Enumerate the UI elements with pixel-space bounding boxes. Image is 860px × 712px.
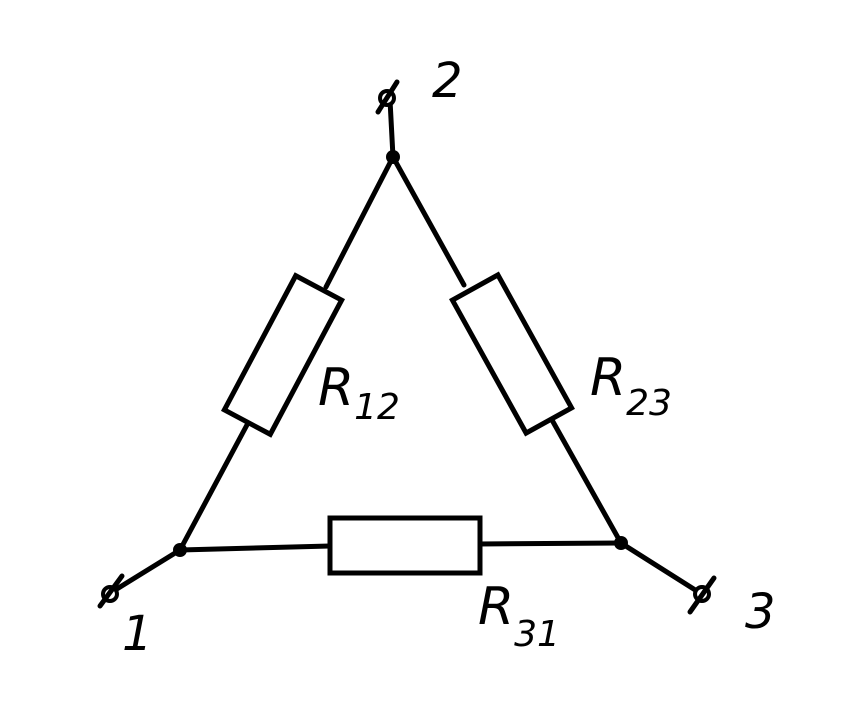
- wire-left-upper: [323, 154, 396, 290]
- wire-right-upper: [390, 154, 467, 288]
- terminal-3-mark: [687, 575, 717, 615]
- label-r12: R12: [318, 358, 400, 428]
- wire-bottom-right: [475, 540, 624, 547]
- lead-terminal-1: [109, 547, 183, 595]
- junction-node-3: [614, 536, 628, 550]
- terminal-label-1: 1: [122, 606, 153, 662]
- resistor-r31: [327, 515, 483, 576]
- label-r23: R23: [590, 348, 672, 424]
- resistor-r23: [449, 271, 575, 437]
- resistor-r12: [220, 272, 346, 438]
- wire-bottom-left: [177, 543, 333, 553]
- wire-right-lower: [549, 417, 624, 546]
- junction-node-1: [173, 543, 187, 557]
- terminal-label-3: 3: [745, 584, 776, 640]
- terminal-1-mark: [97, 573, 125, 609]
- wire-left-lower: [177, 420, 251, 553]
- terminal-label-2: 2: [432, 53, 463, 109]
- label-r31: R31: [478, 577, 560, 655]
- junction-node-2: [386, 150, 400, 164]
- lead-terminal-2: [387, 97, 396, 160]
- lead-terminal-3: [618, 540, 703, 596]
- terminal-2-mark: [375, 79, 400, 115]
